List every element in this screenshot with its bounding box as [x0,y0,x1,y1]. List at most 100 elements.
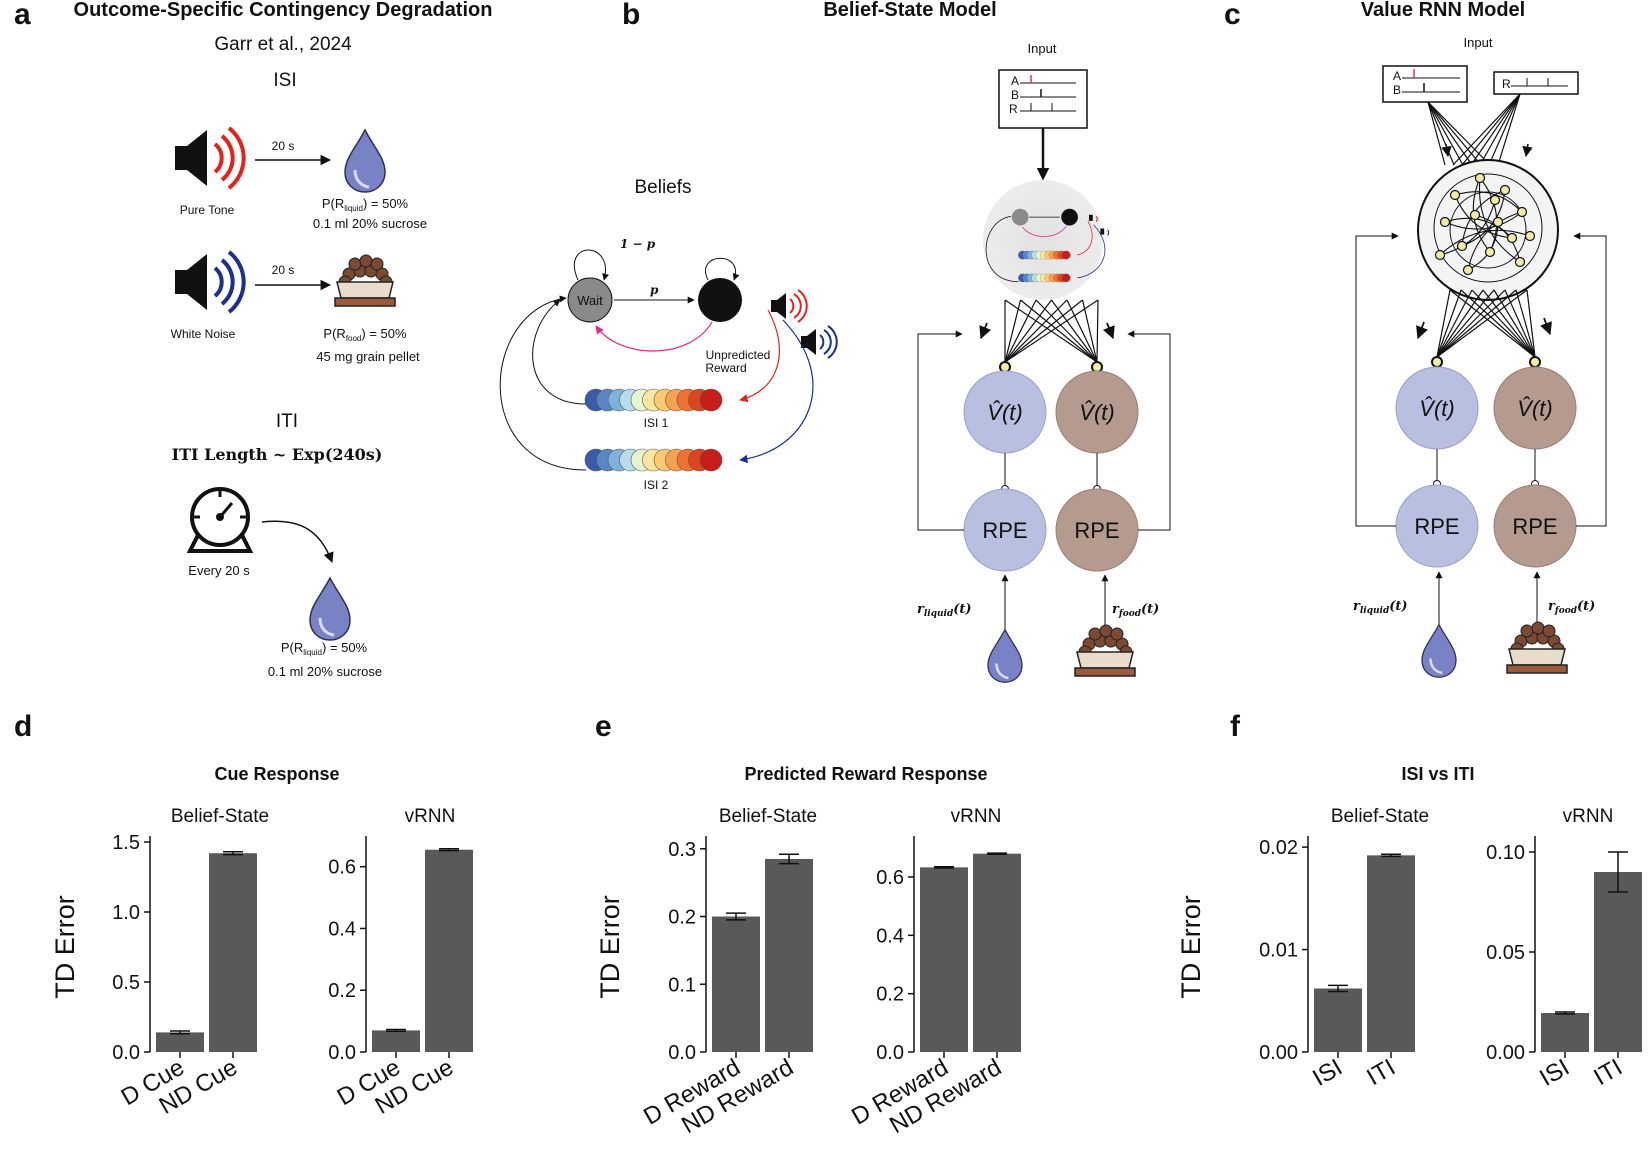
b-food-bowl-icon [1074,624,1136,677]
pre-self-loop [705,257,740,281]
y-tick-label: 0.4 [328,918,356,940]
b-value-food-label: V̂(t) [1079,400,1114,425]
subplot-title: vRNN [1563,806,1614,827]
bar [1594,872,1642,1052]
x-tick-label: ITI [1362,1054,1400,1091]
rnn-recurrent-circle [1417,159,1559,301]
isi1-return-arrow [532,299,587,405]
y-tick-label: 0.0 [112,1042,140,1064]
iti-length: ITI Length ~ Exp(240s) [172,445,383,464]
panel-b-letter: b [622,0,640,31]
c-synapse-food [1529,356,1541,368]
c-rpe-liquid-label: RPE [1414,514,1459,539]
c-input-label: Input [1464,35,1493,50]
delay-label-2: 20 s [272,263,295,277]
y-tick-label: 0.5 [112,972,140,994]
svg-text:B: B [1011,88,1019,102]
b-feedback-food [1127,330,1171,531]
prob2-desc: 45 mg grain pellet [316,349,420,364]
panel-b: b Belief-State Model Beliefs Wait 1 − p … [499,0,1171,684]
y-tick-label: 0.05 [1486,942,1525,964]
bar [156,1032,204,1052]
bar [712,916,760,1052]
b-rpe-food-label: RPE [1074,518,1119,543]
c-value-liquid-label: V̂(t) [1419,396,1454,421]
subplot-title: vRNN [405,806,456,827]
subplot-title: vRNN [951,806,1002,827]
y-tick-label: 0.02 [1259,837,1298,859]
y-tick-label: 0.6 [328,857,356,879]
unpredicted-reward-arrow [595,321,713,352]
beliefs-label: Beliefs [634,177,691,198]
b-feedback-liquid [917,330,964,531]
rnn-recurrent-units [1433,172,1543,283]
y-tick-label: 0.0 [328,1042,356,1064]
b-fan-connections [979,299,1115,363]
citation: Garr et al., 2024 [214,34,352,55]
x-tick-label: ITI [1589,1054,1627,1091]
panel-b-title: Belief-State Model [823,0,996,21]
b-belief-cloud [983,180,1103,300]
chart-title: ISI vs ITI [1401,764,1474,784]
b-input-box [998,69,1088,129]
bar [425,849,473,1052]
bar [920,867,968,1052]
chart-panel-e: Predicted Reward Response TD Error Belief-… [595,764,1021,1139]
food-bowl-icon [334,254,396,307]
y-tick-label: 1.5 [112,832,140,854]
cue1-label: Pure Tone [180,203,235,217]
bar [372,1030,420,1052]
pre-node [698,278,742,322]
y-tick-label: 1.0 [112,902,140,924]
cue2-label: White Noise [171,327,236,341]
chart-title: Predicted Reward Response [744,764,987,784]
panel-c-letter: c [1224,0,1241,31]
c-fan-connections [1416,289,1552,358]
wait-self-loop-label: 1 − p [620,237,656,251]
c-feedback-food [1573,232,1607,527]
wait-self-loop [573,249,610,281]
y-tick-label: 0.2 [876,984,904,1006]
x-tick-label: ISI [1308,1054,1347,1092]
chart-title: Cue Response [214,764,339,784]
speaker-blue-icon-small [801,325,838,359]
timer-icon [186,487,254,553]
bar [973,853,1021,1052]
subplot-title: Belief-State [171,806,269,827]
c-input-fan [1427,93,1521,166]
b-rpe-liquid-label: RPE [982,518,1027,543]
c-synapse-liquid [1431,356,1443,368]
liquid-drop-icon [343,128,387,194]
speaker-red-icon-small [771,289,808,323]
y-tick-label: 0.4 [876,925,904,947]
isi1-label: ISI 1 [644,416,669,430]
iti-heading: ITI [276,411,298,432]
bar [209,853,257,1052]
speaker-red-icon [175,126,246,190]
y-axis-label: TD Error [1176,895,1206,999]
y-axis-label: TD Error [595,895,625,999]
prob1-desc: 0.1 ml 20% sucrose [313,216,427,231]
y-tick-label: 0.10 [1486,842,1525,864]
prob3: P(Rliquid) = 50% [281,640,368,657]
unpredicted-label-1: Unpredicted [706,348,771,362]
panel-a-letter: a [14,0,31,31]
y-tick-label: 0.2 [668,907,696,929]
y-tick-label: 0.00 [1486,1042,1525,1064]
isi2-label: ISI 2 [644,478,669,492]
panel-a: a Outcome-Specific Contingency Degradati… [14,0,492,679]
panel-a-title: Outcome-Specific Contingency Degradation [74,0,493,21]
delay-label-1: 20 s [272,139,295,153]
c-feedback-liquid [1355,232,1399,527]
panel-c: c Value RNN Model Input A B R V̂(t) V̂(t… [1224,0,1607,679]
unpredicted-label-2: Reward [705,361,746,375]
speaker-blue-icon [175,250,246,314]
b-value-liquid-label: V̂(t) [987,400,1022,425]
subplot-title: Belief-State [719,806,817,827]
